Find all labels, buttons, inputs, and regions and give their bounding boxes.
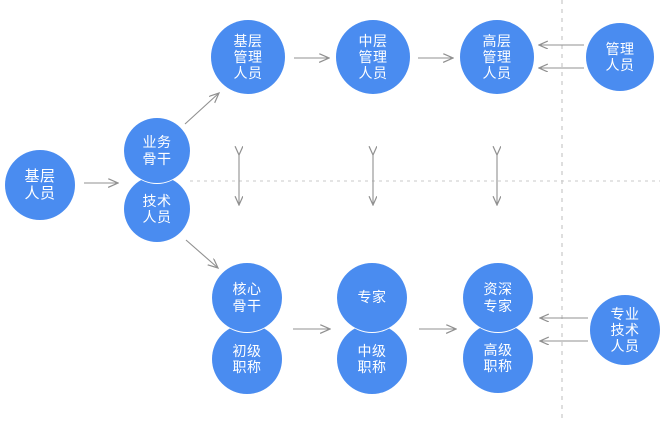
node-mgmt-senior-line-2: 人员: [482, 65, 512, 82]
node-technical-staff[interactable]: 技术 人员: [124, 176, 190, 242]
node-junior-title-line-1: 职称: [232, 359, 262, 375]
node-senior-title[interactable]: 高级 职称: [463, 323, 533, 393]
node-tech-personnel-line-0: 专业: [610, 305, 640, 322]
node-expert[interactable]: 专家: [337, 263, 407, 333]
node-middle-title[interactable]: 中级 职称: [337, 324, 407, 394]
node-senior-title-line-1: 职称: [483, 358, 513, 374]
node-technical-staff-line-1: 人员: [142, 209, 172, 225]
node-business-core-line-1: 骨干: [142, 150, 172, 167]
node-tech-personnel-line-2: 人员: [610, 338, 640, 355]
node-senior-expert-line-0: 资深: [483, 281, 513, 298]
node-junior-title-line-0: 初级: [232, 342, 262, 359]
node-mgmt-middle-line-1: 管理: [358, 48, 388, 65]
node-mgmt-junior-line-0: 基层: [233, 32, 263, 49]
node-core-backbone-line-1: 骨干: [232, 297, 262, 314]
node-tech-personnel-line-1: 技术: [610, 321, 640, 338]
node-expert-line-0: 专家: [357, 289, 387, 306]
node-mgmt-senior[interactable]: 高层 管理 人员: [460, 20, 534, 94]
node-tech-personnel[interactable]: 专业 技术 人员: [590, 295, 660, 365]
node-senior-expert-line-1: 专家: [483, 297, 513, 314]
node-entry-line-1: 人员: [24, 185, 56, 202]
arrow-technical-staff-to-core-backbone: [185, 239, 218, 268]
node-business-core-line-0: 业务: [142, 134, 172, 151]
node-mgmt-personnel-line-1: 人员: [605, 57, 635, 73]
node-mgmt-middle[interactable]: 中层 管理 人员: [336, 20, 410, 94]
node-mgmt-junior-line-2: 人员: [233, 65, 263, 82]
arrow-business-core-to-mgmt-junior: [184, 93, 219, 125]
node-entry[interactable]: 基层 人员: [5, 150, 75, 220]
node-mgmt-middle-line-2: 人员: [358, 65, 388, 82]
node-senior-expert[interactable]: 资深 专家: [463, 263, 533, 333]
node-mgmt-senior-line-1: 管理: [482, 48, 512, 65]
node-junior-title[interactable]: 初级 职称: [212, 324, 282, 394]
node-middle-title-line-1: 职称: [357, 359, 387, 375]
node-business-core[interactable]: 业务 骨干: [124, 118, 190, 184]
node-entry-line-0: 基层: [24, 167, 56, 185]
node-mgmt-senior-line-0: 高层: [482, 32, 512, 49]
node-mgmt-junior[interactable]: 基层 管理 人员: [211, 20, 285, 94]
node-mgmt-middle-line-0: 中层: [358, 32, 388, 49]
node-mgmt-personnel-line-0: 管理: [605, 40, 635, 57]
node-core-backbone-line-0: 核心: [232, 281, 262, 298]
node-middle-title-line-0: 中级: [357, 342, 387, 359]
node-mgmt-junior-line-1: 管理: [233, 48, 263, 65]
node-core-backbone[interactable]: 核心 骨干: [212, 263, 282, 333]
node-senior-title-line-0: 高级: [483, 341, 513, 358]
node-technical-staff-line-0: 技术: [142, 192, 172, 209]
node-mgmt-personnel[interactable]: 管理 人员: [586, 23, 654, 91]
